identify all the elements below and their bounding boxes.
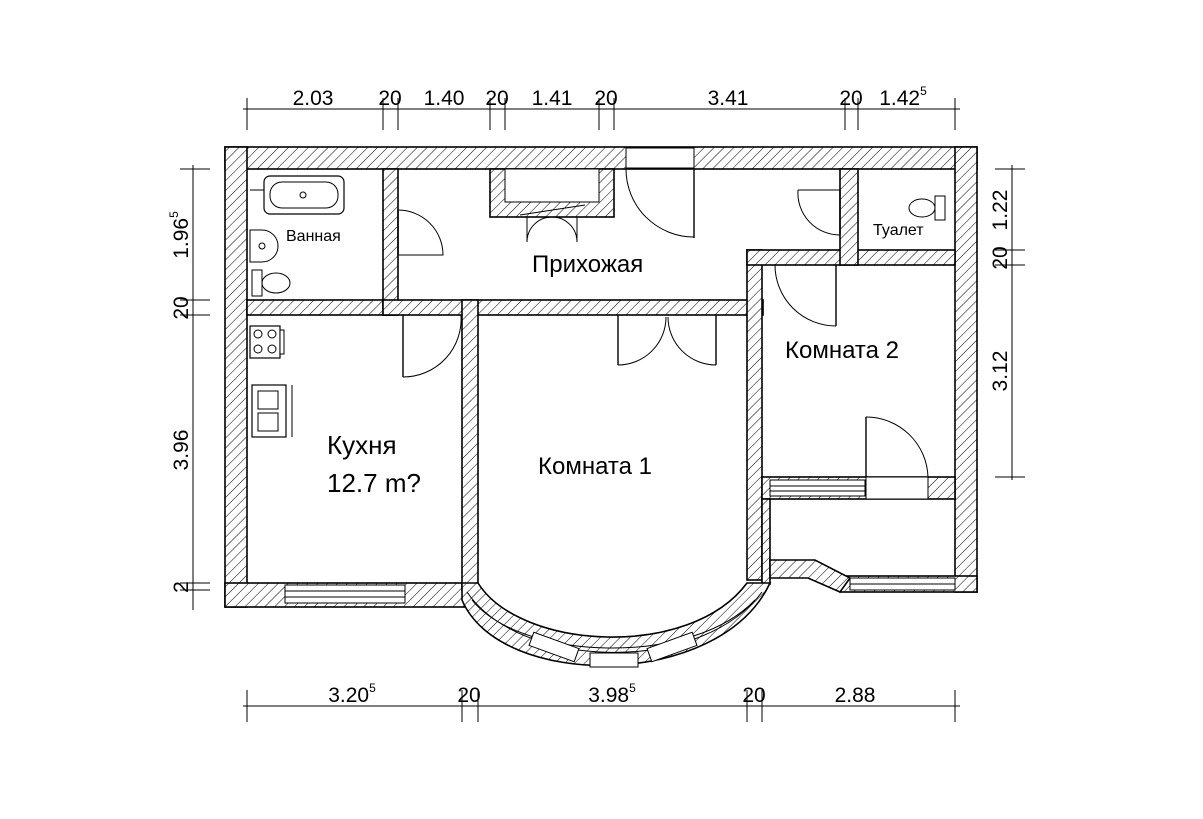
dim-left-3: 3.96 xyxy=(170,430,193,471)
dim-top-6: 20 xyxy=(594,87,617,110)
sink-icon xyxy=(251,384,293,438)
dim-top-3: 1.40 xyxy=(424,87,465,110)
wall-balcony-left xyxy=(761,498,771,585)
dim-bottom-2: 20 xyxy=(457,684,480,707)
dim-top-1: 2.03 xyxy=(293,87,334,110)
outer-wall-left xyxy=(224,146,248,608)
room2-window-balcony xyxy=(769,479,866,497)
hall-niche-inner xyxy=(504,168,600,203)
washbasin-icon xyxy=(249,229,279,263)
room-label-bathroom: Ванная xyxy=(286,228,341,245)
wall-toilet-left xyxy=(839,168,859,266)
wall-bath-kitchen xyxy=(246,299,398,316)
dimensions-bottom: 3.205 20 3.985 20 2.88 xyxy=(328,681,875,707)
dim-top-2: 20 xyxy=(378,87,401,110)
dim-bottom-1: 3.205 xyxy=(328,681,376,707)
stove-icon xyxy=(249,325,285,359)
dim-left-4: 2 xyxy=(170,581,193,593)
balcony-curve xyxy=(769,559,852,593)
toilet-icon-toilet-room xyxy=(908,195,946,221)
dimensions-right: 1.22 20 3.12 xyxy=(989,190,1012,392)
dim-right-3: 3.12 xyxy=(989,351,1012,392)
wall-kitchen-room1 xyxy=(461,299,479,591)
room-label-hallway: Прихожая xyxy=(532,251,643,278)
dim-bottom-4: 20 xyxy=(742,684,765,707)
room-label-kitchen: Кухня xyxy=(327,430,397,460)
room-label-kitchen-area: 12.7 m? xyxy=(327,468,421,498)
dim-left-1: 1.965 xyxy=(167,211,193,259)
dim-bottom-3: 3.985 xyxy=(588,681,636,707)
dim-top-5: 1.41 xyxy=(532,87,573,110)
dim-left-2: 20 xyxy=(170,296,193,319)
dim-top-9: 1.425 xyxy=(879,84,927,110)
dim-right-2: 20 xyxy=(989,246,1012,269)
bathtub-icon xyxy=(250,175,345,215)
outer-wall-top xyxy=(224,146,978,170)
room-label-toilet: Туалет xyxy=(873,222,924,239)
kitchen-window xyxy=(284,584,406,604)
wall-hall-bottom xyxy=(382,299,764,316)
dim-top-7: 3.41 xyxy=(708,87,749,110)
dim-bottom-5: 2.88 xyxy=(835,684,876,707)
dimensions-top: 2.03 20 1.40 20 1.41 20 3.41 20 1.425 xyxy=(293,84,928,110)
toilet-icon xyxy=(251,269,291,297)
dimension-lines xyxy=(180,98,1025,722)
outer-wall-right xyxy=(954,146,978,593)
doors xyxy=(397,168,929,500)
room-label-room1: Комната 1 xyxy=(538,453,652,480)
room-labels: Ванная Прихожая Туалет Кухня 12.7 m? Ком… xyxy=(286,222,924,498)
room-label-room2: Комната 2 xyxy=(785,337,899,364)
wall-room1-room2 xyxy=(746,249,763,581)
openings xyxy=(284,147,956,668)
dim-top-4: 20 xyxy=(485,87,508,110)
wall-bath-hall xyxy=(382,168,399,316)
dim-top-8: 20 xyxy=(839,87,862,110)
dim-right-1: 1.22 xyxy=(989,190,1012,231)
entrance-opening xyxy=(625,147,695,169)
dimensions-left: 1.965 20 3.96 2 xyxy=(167,211,193,593)
